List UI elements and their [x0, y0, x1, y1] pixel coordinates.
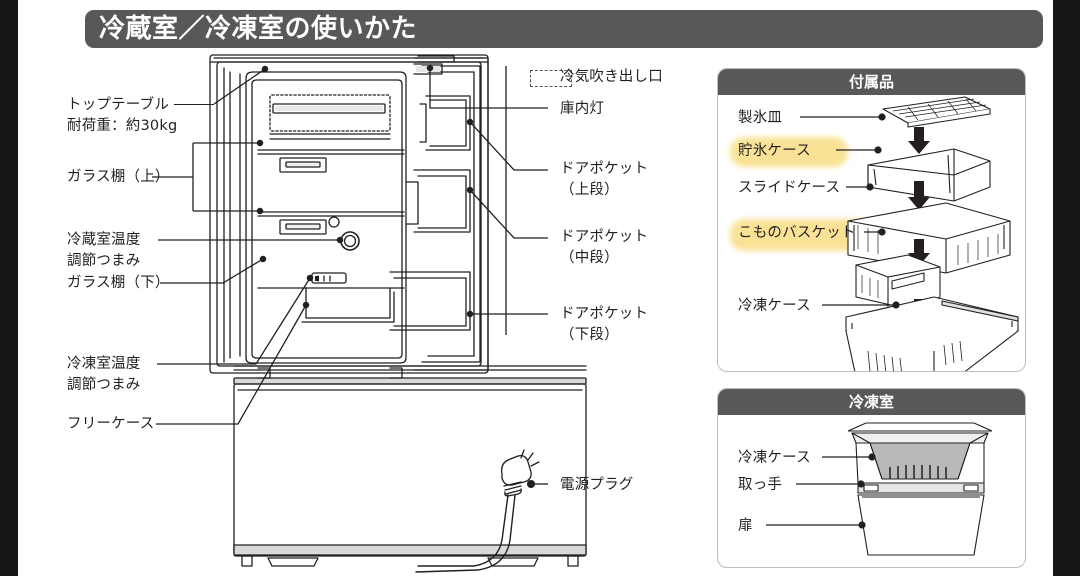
label-slide-case: スライドケース [738, 180, 841, 196]
label-freezer-case: 冷凍ケース [738, 450, 811, 466]
leader-top-table [174, 104, 214, 106]
label-freezer-temp-line2: 調節つまみ [67, 377, 141, 393]
label-door-pocket-upper-line1: ドアポケット [560, 161, 649, 177]
label-power-plug: 電源プラグ [560, 477, 634, 493]
accessories-leader-lines [800, 113, 900, 309]
label-door-pocket-upper-line2: （上段） [560, 182, 619, 198]
left-black-border [0, 0, 18, 576]
label-fridge-temp-line1: 冷蔵室温度 [67, 232, 141, 248]
freezer-panel-title: 冷凍室 [848, 393, 894, 411]
label-fridge-temp-line2: 調節つまみ [67, 253, 141, 269]
manual-page: 冷蔵室／冷凍室の使いかた [18, 0, 1053, 576]
freezer-drawer-illustration [847, 422, 993, 556]
freezer-panel-header: 冷凍室 [718, 389, 1025, 415]
page-title-bar: 冷蔵室／冷凍室の使いかた [85, 10, 1043, 48]
accessories-panel: 付属品 [717, 68, 1026, 372]
label-ice-case: 貯氷ケース [738, 143, 811, 159]
label-door-pocket-middle-line2: （中段） [560, 250, 619, 266]
label-door-pocket-middle-line1: ドアポケット [560, 229, 649, 245]
label-cold-air-outlet: 冷気吹き出し口 [560, 69, 663, 85]
label-door-pocket-lower-line1: ドアポケット [560, 306, 649, 322]
label-free-case: フリーケース [67, 416, 155, 432]
label-interior-light: 庫内灯 [560, 101, 605, 117]
accessories-panel-title: 付属品 [848, 73, 894, 91]
accessories-panel-header: 付属品 [718, 69, 1025, 95]
freezer-panel: 冷凍室 [717, 388, 1026, 568]
freezer-leader-lines [766, 453, 876, 529]
label-ice-tray: 製氷皿 [738, 110, 783, 126]
label-load-capacity: 耐荷重：約30kg [67, 118, 178, 134]
label-glass-shelf-lower: ガラス棚（下） [67, 275, 170, 291]
label-freezer-temp-line1: 冷凍室温度 [67, 356, 141, 372]
highlight-ice-case [730, 137, 848, 167]
label-freezer-case-accessory: 冷凍ケース [738, 298, 811, 314]
label-small-basket: こものバスケット [738, 225, 856, 241]
accessories-exploded-illustration [845, 96, 1019, 371]
label-glass-shelf-upper: ガラス棚（上） [67, 169, 170, 185]
label-top-table: トップテーブル [67, 97, 170, 113]
right-black-border [1053, 0, 1080, 576]
page-title: 冷蔵室／冷凍室の使いかた [99, 14, 418, 44]
label-door-pocket-lower-line2: （下段） [560, 327, 619, 343]
label-handle: 取っ手 [738, 477, 783, 493]
label-door: 扉 [738, 518, 753, 534]
